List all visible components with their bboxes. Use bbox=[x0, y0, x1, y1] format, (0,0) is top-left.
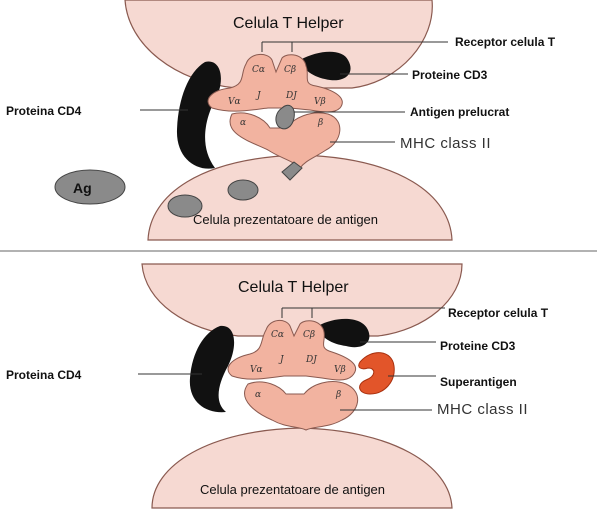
superantigen-label: Superantigen bbox=[440, 375, 517, 389]
subunit-v-beta: Vβ bbox=[334, 365, 346, 375]
subunit-c-beta: Cβ bbox=[303, 330, 315, 340]
tcr-label: Receptor celula T bbox=[455, 35, 556, 49]
cd4-label: Proteina CD4 bbox=[6, 368, 82, 382]
apc-label: Celula prezentatoare de antigen bbox=[193, 212, 378, 227]
subunit-v-alpha: Vα bbox=[228, 97, 241, 107]
helper-cell-title: Celula T Helper bbox=[233, 15, 344, 32]
subunit-dj: DJ bbox=[305, 355, 318, 365]
cd4-protein bbox=[189, 325, 235, 413]
processed-antigen-fragment bbox=[281, 161, 303, 181]
cd3-label: Proteine CD3 bbox=[440, 339, 516, 353]
subunit-v-alpha: Vα bbox=[250, 365, 263, 375]
tcr-label: Receptor celula T bbox=[448, 306, 549, 320]
mhc-label: MHC class II bbox=[437, 401, 528, 418]
subunit-alpha: α bbox=[240, 118, 246, 128]
cd3-label: Proteine CD3 bbox=[412, 68, 488, 82]
subunit-c-alpha: Cα bbox=[271, 330, 284, 340]
subunit-c-alpha: Cα bbox=[252, 65, 265, 75]
cd3-protein bbox=[300, 51, 351, 81]
apc-antigen-blob bbox=[227, 179, 259, 201]
subunit-j: J bbox=[255, 91, 262, 101]
subunit-beta: β bbox=[317, 118, 323, 128]
subunit-beta: β bbox=[335, 390, 341, 400]
panel-top: Ag Cα Cβ J DJ Vα Vβ α β Celula T Helper … bbox=[6, 0, 556, 241]
tcr-receptor bbox=[227, 320, 357, 381]
antigen-label: Antigen prelucrat bbox=[410, 105, 509, 119]
t-helper-cell bbox=[141, 263, 463, 337]
superantigen bbox=[358, 352, 395, 395]
processed-antigen bbox=[275, 104, 295, 130]
apc-antigen-blob bbox=[167, 194, 203, 218]
subunit-v-beta: Vβ bbox=[314, 97, 326, 107]
mhc-class-ii bbox=[229, 112, 341, 169]
cd4-protein bbox=[176, 61, 221, 169]
subunit-c-beta: Cβ bbox=[284, 65, 296, 75]
mhc-label: MHC class II bbox=[400, 135, 491, 152]
cd4-label: Proteina CD4 bbox=[6, 104, 82, 118]
panel-bottom: Cα Cβ J DJ Vα Vβ α β Celula T Helper Rec… bbox=[6, 263, 549, 509]
helper-cell-title: Celula T Helper bbox=[238, 279, 349, 296]
subunit-dj: DJ bbox=[285, 91, 298, 101]
subunit-alpha: α bbox=[255, 390, 261, 400]
free-antigen-ag bbox=[54, 169, 126, 205]
cd3-protein bbox=[318, 318, 370, 348]
tcr-receptor bbox=[207, 54, 343, 113]
mhc-class-ii bbox=[244, 381, 358, 431]
ag-label: Ag bbox=[73, 180, 92, 196]
apc-label: Celula prezentatoare de antigen bbox=[200, 482, 385, 497]
subunit-j: J bbox=[278, 355, 285, 365]
